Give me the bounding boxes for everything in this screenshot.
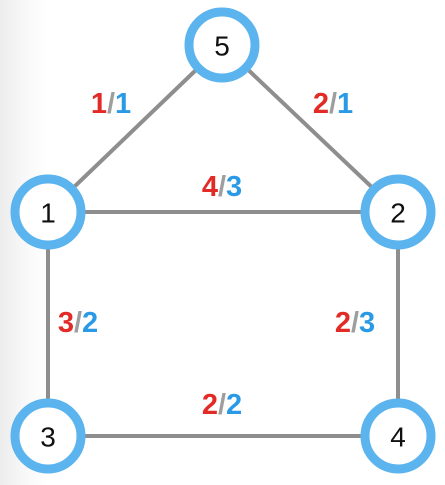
node-circle-2 [360, 174, 436, 250]
node-label-5: 5 [214, 31, 230, 62]
edge-weight-separator: / [218, 171, 226, 203]
edge-weight-separator: / [218, 389, 226, 421]
edge-weight-5-1: 1/1 [91, 88, 131, 120]
node-circle-5 [184, 7, 260, 83]
edge-weight-5-2: 2/1 [313, 88, 353, 120]
edge-weight-second: 3 [359, 307, 375, 339]
node-label-1: 1 [40, 198, 56, 229]
edge-weight-2-4: 2/3 [335, 307, 375, 339]
edge-weight-first: 4 [202, 171, 218, 203]
node-circle-3 [10, 398, 86, 474]
edge-weight-first: 2 [335, 307, 351, 339]
edge-weight-second: 3 [226, 171, 242, 203]
node-label-3: 3 [40, 422, 56, 453]
edge-weight-separator: / [107, 88, 115, 120]
node-1: 1 [10, 174, 86, 250]
edge-5-1 [46, 43, 224, 214]
edge-weight-second: 1 [337, 88, 353, 120]
edge-weight-second: 2 [226, 389, 242, 421]
edge-weight-1-2: 4/3 [202, 171, 242, 203]
edge-weight-separator: / [351, 307, 359, 339]
edge-weight-first: 1 [91, 88, 107, 120]
edge-weight-second: 2 [82, 307, 98, 339]
edge-weight-first: 3 [58, 307, 74, 339]
node-3: 3 [10, 398, 86, 474]
edge-weight-separator: / [74, 307, 82, 339]
edge-weight-second: 1 [115, 88, 131, 120]
edge-weight-1-3: 3/2 [58, 307, 98, 339]
edge-weight-first: 2 [313, 88, 329, 120]
node-circle-1 [10, 174, 86, 250]
edge-weight-separator: / [329, 88, 337, 120]
node-label-2: 2 [390, 198, 406, 229]
node-circle-4 [360, 398, 436, 474]
node-label-4: 4 [390, 422, 406, 453]
edge-weight-3-4: 2/2 [202, 389, 242, 421]
node-2: 2 [360, 174, 436, 250]
node-4: 4 [360, 398, 436, 474]
edge-weight-first: 2 [202, 389, 218, 421]
node-5: 5 [184, 7, 260, 83]
edge-5-2 [220, 43, 400, 214]
